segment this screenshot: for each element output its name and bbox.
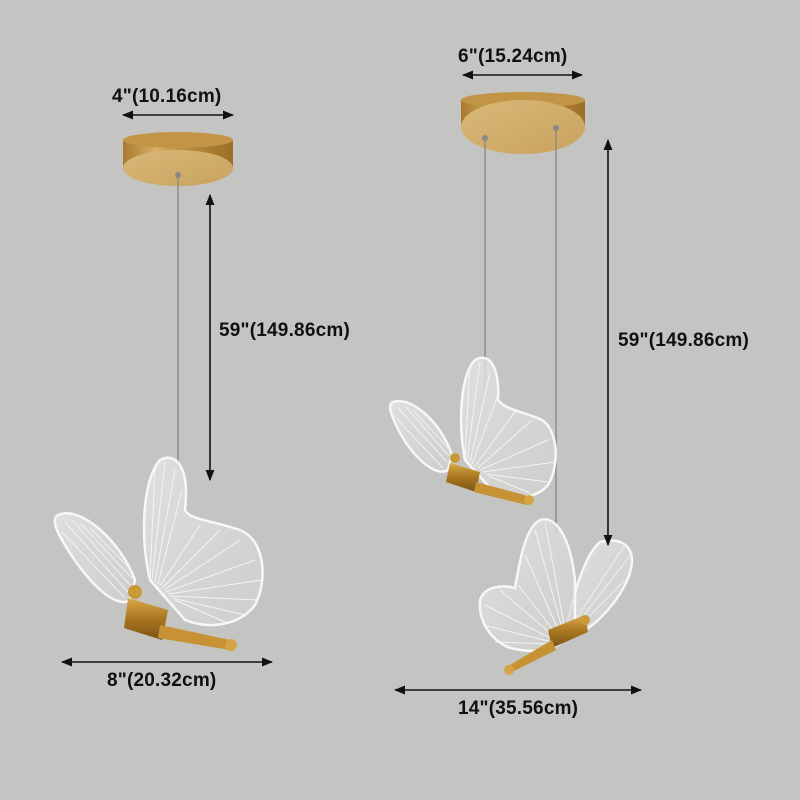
butterfly-icon xyxy=(388,356,557,505)
canopy-icon xyxy=(123,132,233,186)
canopy-icon xyxy=(461,92,585,154)
single-pendant xyxy=(53,110,274,667)
butterfly-icon xyxy=(53,456,264,651)
double-fixture-width-label: 14"(35.56cm) xyxy=(458,698,579,719)
double-pendant xyxy=(388,70,643,695)
single-fixture-width-label: 8"(20.32cm) xyxy=(107,670,217,691)
single-drop-height-label: 59"(149.86cm) xyxy=(219,320,350,341)
double-canopy-width-label: 6"(15.24cm) xyxy=(458,46,568,67)
butterfly-icon xyxy=(478,518,634,675)
single-canopy-width-label: 4"(10.16cm) xyxy=(112,86,222,107)
double-drop-height-label: 59"(149.86cm) xyxy=(618,330,749,351)
